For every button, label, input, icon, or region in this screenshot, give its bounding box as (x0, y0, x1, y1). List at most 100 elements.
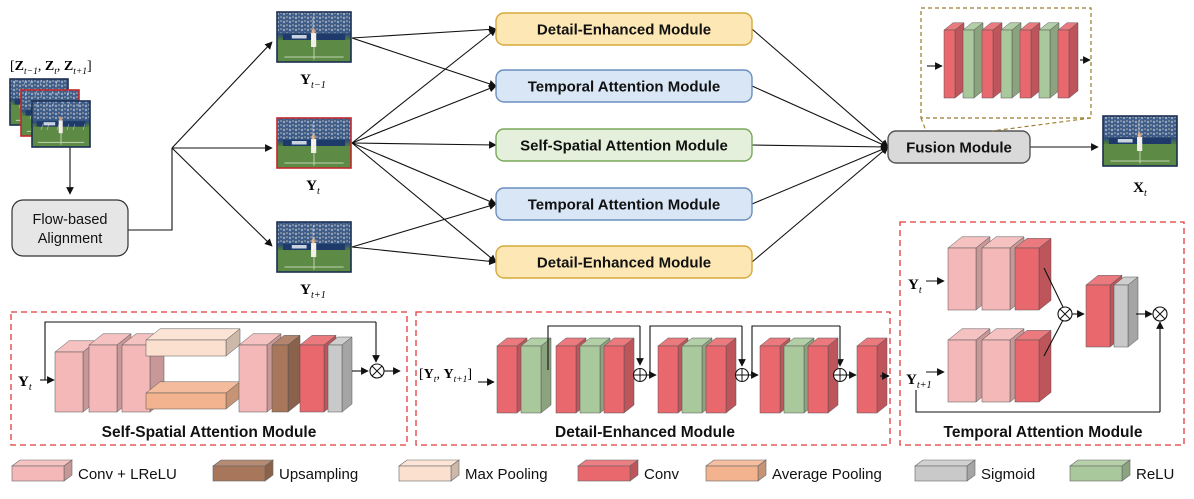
fusion-module-node: Fusion Module (887, 130, 1031, 164)
module-tam1: Temporal Attention Module (495, 69, 753, 103)
legend-item-maxpool: Max Pooling (398, 459, 548, 483)
edge-ycurr-tam1 (351, 84, 497, 144)
tam-multiply-icon-1 (1057, 306, 1073, 322)
legend-label-conv: Conv (644, 466, 680, 483)
module-ssam: Self-Spatial Attention Module (495, 128, 753, 162)
edge-yprev-dem1 (351, 25, 497, 39)
fusion-zoom-block-conv (1057, 22, 1079, 99)
ssam-block-sigmoid (327, 336, 353, 413)
edge-branch-to-yprev (171, 41, 273, 149)
ssam-block-avgpool (145, 381, 241, 410)
module-label-tam2: Temporal Attention Module (528, 197, 721, 214)
legend-item-sigmoid: Sigmoid (914, 459, 1035, 483)
legend-label-relu: ReLU (1136, 466, 1174, 483)
label-y-next: Yt+1 (300, 282, 326, 301)
legend-item-conv_lrelu: Conv + LReLU (11, 459, 177, 483)
panel-dem: [Yt, Yt+1]Detail-Enhanced Module (415, 311, 891, 446)
frame-x-out (1100, 115, 1178, 167)
input-stack-label: [Zt−1, Zt, Zt+1] (10, 59, 92, 77)
module-label-tam1: Temporal Attention Module (528, 79, 721, 96)
label-y-prev: Yt−1 (300, 72, 326, 91)
edge-branch-to-ynext (171, 147, 273, 247)
edge-tam2-fusion (751, 146, 889, 205)
tam-multiply-icon-2 (1152, 306, 1168, 322)
panel-tam-title: Temporal Attention Module (944, 424, 1143, 441)
dem-skip-3 (751, 325, 840, 375)
legend-label-sigmoid: Sigmoid (981, 466, 1035, 483)
edge-yprev-tam1 (351, 37, 497, 88)
legend-label-conv_lrelu: Conv + LReLU (78, 466, 177, 483)
flow-alignment-label-2: Alignment (38, 231, 102, 247)
fusion-zoom-block-conv (1019, 22, 1041, 99)
fusion-zoom-block-relu (1000, 22, 1022, 99)
panel-ssam-title: Self-Spatial Attention Module (102, 424, 317, 441)
fusion-zoom-line-left (920, 117, 927, 132)
module-label-ssam: Self-Spatial Attention Module (520, 138, 728, 155)
edges (66, 25, 1099, 266)
fusion-module-label: Fusion Module (906, 140, 1012, 157)
panel-tam-input-top: Yt (908, 277, 923, 296)
fusion-zoom-block-conv (943, 22, 965, 99)
panel-ssam-input: Yt (18, 374, 33, 393)
legend-item-upsampling: Upsampling (212, 459, 358, 483)
legend-item-conv: Conv (577, 459, 680, 483)
edge-dem1-fusion (751, 28, 889, 148)
edge-ynext-tam2 (351, 202, 497, 248)
ssam-skip-line (44, 321, 376, 380)
fusion-zoom-box (920, 7, 1092, 132)
tam-bottom-conv (1014, 329, 1052, 403)
module-label-dem2: Detail-Enhanced Module (537, 255, 711, 272)
dem-add-icon-2 (734, 367, 750, 383)
edge-ynext-dem2 (351, 246, 497, 266)
ssam-block-upsampling (271, 334, 301, 413)
dem-skip-1 (547, 325, 640, 370)
dem-res1-conv-2 (603, 337, 635, 414)
dem-res1-relu (579, 337, 611, 414)
edge-ycurr-dem1 (351, 28, 497, 144)
legend: Conv + LReLU Upsampling Max Pooling Conv Ave… (11, 459, 1174, 483)
dem-block-relu-1 (520, 337, 552, 414)
tam-skip-line (915, 390, 1160, 413)
label-x-out: Xt (1133, 180, 1148, 199)
dem-skip-2 (649, 325, 742, 375)
fusion-zoom-block-conv (981, 22, 1003, 99)
ssam-block-conv-lrelu-1 (54, 340, 98, 413)
fusion-zoom-line-right (991, 117, 1092, 132)
legend-label-avgpool: Average Pooling (772, 466, 882, 483)
module-tam2: Temporal Attention Module (495, 187, 753, 221)
edge-ssam-fusion (751, 143, 889, 151)
ssam-multiply-icon (369, 363, 385, 379)
legend-label-maxpool: Max Pooling (465, 466, 548, 483)
frame-y-next (274, 221, 352, 273)
edge-dem2-fusion (751, 146, 889, 263)
edge-tam1-fusion (751, 85, 889, 148)
edge-ycurr-tam2 (351, 142, 497, 205)
frame-y-prev (274, 11, 352, 63)
module-dem2: Detail-Enhanced Module (495, 245, 753, 279)
legend-item-relu: ReLU (1069, 459, 1174, 483)
panel-dem-title: Detail-Enhanced Module (555, 424, 735, 441)
ssam-block-maxpool (145, 328, 241, 357)
panel-tam-input-bottom: Yt+1 (906, 372, 932, 391)
module-dem1: Detail-Enhanced Module (495, 12, 753, 46)
tam-bottom-to-mult (1043, 319, 1064, 357)
frame-y-curr (274, 117, 352, 169)
legend-item-avgpool: Average Pooling (705, 459, 882, 483)
label-y-curr: Yt (306, 178, 321, 197)
edge-align-to-branch (128, 148, 173, 231)
tam-top-to-mult (1043, 267, 1064, 308)
tam-top-conv (1014, 237, 1052, 311)
fusion-zoom-block-relu (1038, 22, 1060, 99)
fusion-zoom-block-relu (962, 22, 984, 99)
flow-alignment-label-1: Flow-based (33, 212, 108, 228)
tam-top-conv-lrelu-2 (981, 236, 1025, 311)
dem-add-icon-1 (632, 367, 648, 383)
module-label-dem1: Detail-Enhanced Module (537, 22, 711, 39)
edge-ycurr-ssam (351, 141, 497, 149)
